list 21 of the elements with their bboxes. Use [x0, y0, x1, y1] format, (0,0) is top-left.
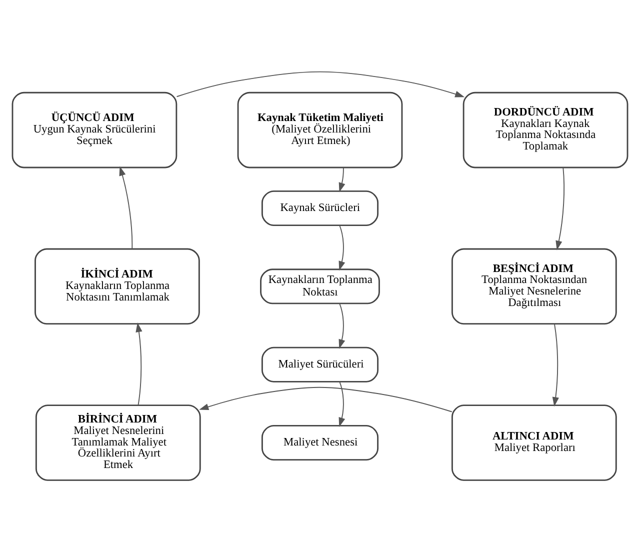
arrow: [199, 386, 452, 412]
arrow: [176, 71, 465, 98]
node-box: ALTINCI ADIM Maliyet Raporları: [451, 404, 617, 481]
node-box: Maliyet Nesnesi: [261, 425, 379, 461]
node-box: Kaynak Tüketim Maliyeti (Maliyet Özelliklerini Ayırt Etmek): [237, 92, 403, 168]
node-box: DORDÜNCÜ ADIM Kaynakları Kaynak Toplanma Noktasında Toplamak: [462, 92, 628, 168]
arrow: [136, 322, 142, 406]
node-box: BEŞİNCİ ADIM Toplanma Noktasından Maliyet Nesnelerine Dağıtılması: [451, 248, 617, 325]
node-box: BİRİNCİ ADIM Maliyet Nesnelerini Tanımlamak Maliyet Özelliklerini Ayırt Etmek: [35, 404, 201, 481]
node-box: İKİNCİ ADIM Kaynakların Toplanma Noktasını Tanımlamak: [34, 248, 200, 325]
arrow: [338, 224, 346, 271]
arrow: [556, 167, 565, 250]
arrow: [119, 166, 133, 250]
arrow: [338, 303, 346, 349]
node-box: Kaynak Sürücleri: [261, 190, 379, 226]
arrow: [338, 167, 346, 192]
node-box: Kaynakların Toplanma Noktası: [260, 268, 380, 304]
node-box: ÜÇÜNCÜ ADIM Uygun Kaynak Srücülerini Seçmek: [12, 92, 178, 168]
node-box: Maliyet Sürücüleri: [261, 346, 379, 382]
arrow: [338, 381, 346, 428]
arrow: [552, 324, 559, 407]
